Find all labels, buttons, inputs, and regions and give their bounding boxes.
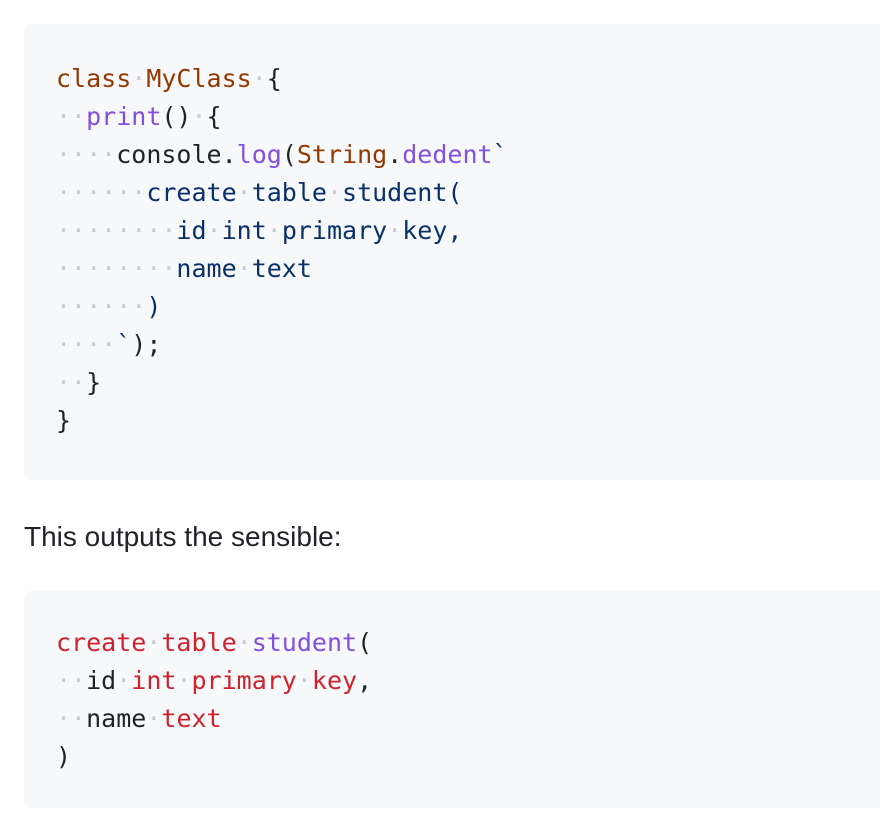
code-token: {	[206, 102, 222, 131]
code-token: {	[266, 64, 282, 93]
code-token: primary	[281, 216, 388, 245]
code-line: ··name·text	[56, 700, 880, 738]
code-token: name	[176, 254, 237, 283]
whitespace-marker: ··	[56, 102, 87, 131]
code-token: )	[56, 742, 72, 771]
code-token: student(	[342, 178, 463, 207]
code-token: student	[251, 628, 358, 657]
whitespace-marker: ·	[326, 178, 343, 207]
code-token: console.	[116, 140, 237, 169]
code-token: (	[281, 140, 297, 169]
whitespace-marker: ·	[191, 102, 207, 131]
whitespace-marker: ·	[251, 64, 267, 93]
code-token: log	[236, 140, 282, 169]
code-token: key,	[402, 216, 463, 245]
whitespace-marker: ·	[236, 254, 252, 283]
whitespace-marker: ··	[56, 368, 87, 397]
whitespace-marker: ········	[56, 216, 177, 245]
code-token: `	[116, 330, 132, 359]
code-line: ······create·table·student(	[56, 174, 880, 212]
code-block-class: class·MyClass·{··print()·{····console.lo…	[24, 24, 880, 480]
code-token: id	[176, 216, 207, 245]
code-line: ··id·int·primary·key,	[56, 662, 880, 700]
paragraph-text: This outputs the sensible:	[24, 521, 342, 552]
code-token: int	[221, 216, 267, 245]
code-token: )	[146, 292, 162, 321]
code-token: MyClass	[146, 64, 252, 93]
whitespace-marker: ·	[131, 64, 147, 93]
whitespace-marker: ·	[266, 216, 282, 245]
whitespace-marker: ·	[387, 216, 403, 245]
whitespace-marker: ·	[206, 216, 222, 245]
code-token: }	[56, 406, 72, 435]
whitespace-marker: ··	[56, 704, 87, 733]
code-line: ··print()·{	[56, 98, 880, 136]
whitespace-marker: ····	[56, 140, 117, 169]
code-token: text	[161, 704, 222, 733]
code-block-sql-output: create·table·student(··id·int·primary·ke…	[24, 590, 880, 808]
whitespace-marker: ·	[146, 628, 162, 657]
code-token: class	[56, 64, 132, 93]
code-token: );	[131, 330, 162, 359]
code-line: ····console.log(String.dedent`	[56, 136, 880, 174]
code-token: primary	[191, 666, 297, 695]
code-line: ··}	[56, 364, 880, 402]
code-token: (	[357, 628, 373, 657]
code-line: class·MyClass·{	[56, 60, 880, 98]
code-token: print	[86, 102, 162, 131]
code-token: int	[131, 666, 177, 695]
whitespace-marker: ·	[146, 704, 162, 733]
code-token: table	[251, 178, 327, 207]
code-token: }	[86, 368, 102, 397]
code-token: .	[387, 140, 403, 169]
code-line: ········id·int·primary·key,	[56, 212, 880, 250]
whitespace-marker: ········	[56, 254, 177, 283]
code-line: ······)	[56, 288, 880, 326]
code-token: create	[146, 178, 237, 207]
code-line: }	[56, 402, 880, 440]
whitespace-marker: ·	[116, 666, 132, 695]
code-token: key	[311, 666, 358, 695]
code-token: `	[492, 140, 508, 169]
code-token: String	[296, 140, 388, 169]
code-token: ()	[161, 102, 192, 131]
whitespace-marker: ·	[176, 666, 192, 695]
code-line: )	[56, 738, 880, 776]
whitespace-marker: ····	[56, 330, 117, 359]
whitespace-marker: ······	[56, 178, 147, 207]
code-token: dedent	[402, 140, 493, 169]
whitespace-marker: ·	[296, 666, 312, 695]
code-line: create·table·student(	[56, 624, 880, 662]
whitespace-marker: ······	[56, 292, 147, 321]
whitespace-marker: ·	[236, 628, 252, 657]
code-token: text	[251, 254, 312, 283]
code-token: create	[56, 628, 147, 657]
code-token: table	[161, 628, 237, 657]
code-token: name	[86, 704, 147, 733]
code-line: ····`);	[56, 326, 880, 364]
whitespace-marker: ·	[236, 178, 252, 207]
code-line: ········name·text	[56, 250, 880, 288]
whitespace-marker: ··	[56, 666, 87, 695]
code-token: ,	[357, 666, 373, 695]
code-token: id	[86, 666, 117, 695]
